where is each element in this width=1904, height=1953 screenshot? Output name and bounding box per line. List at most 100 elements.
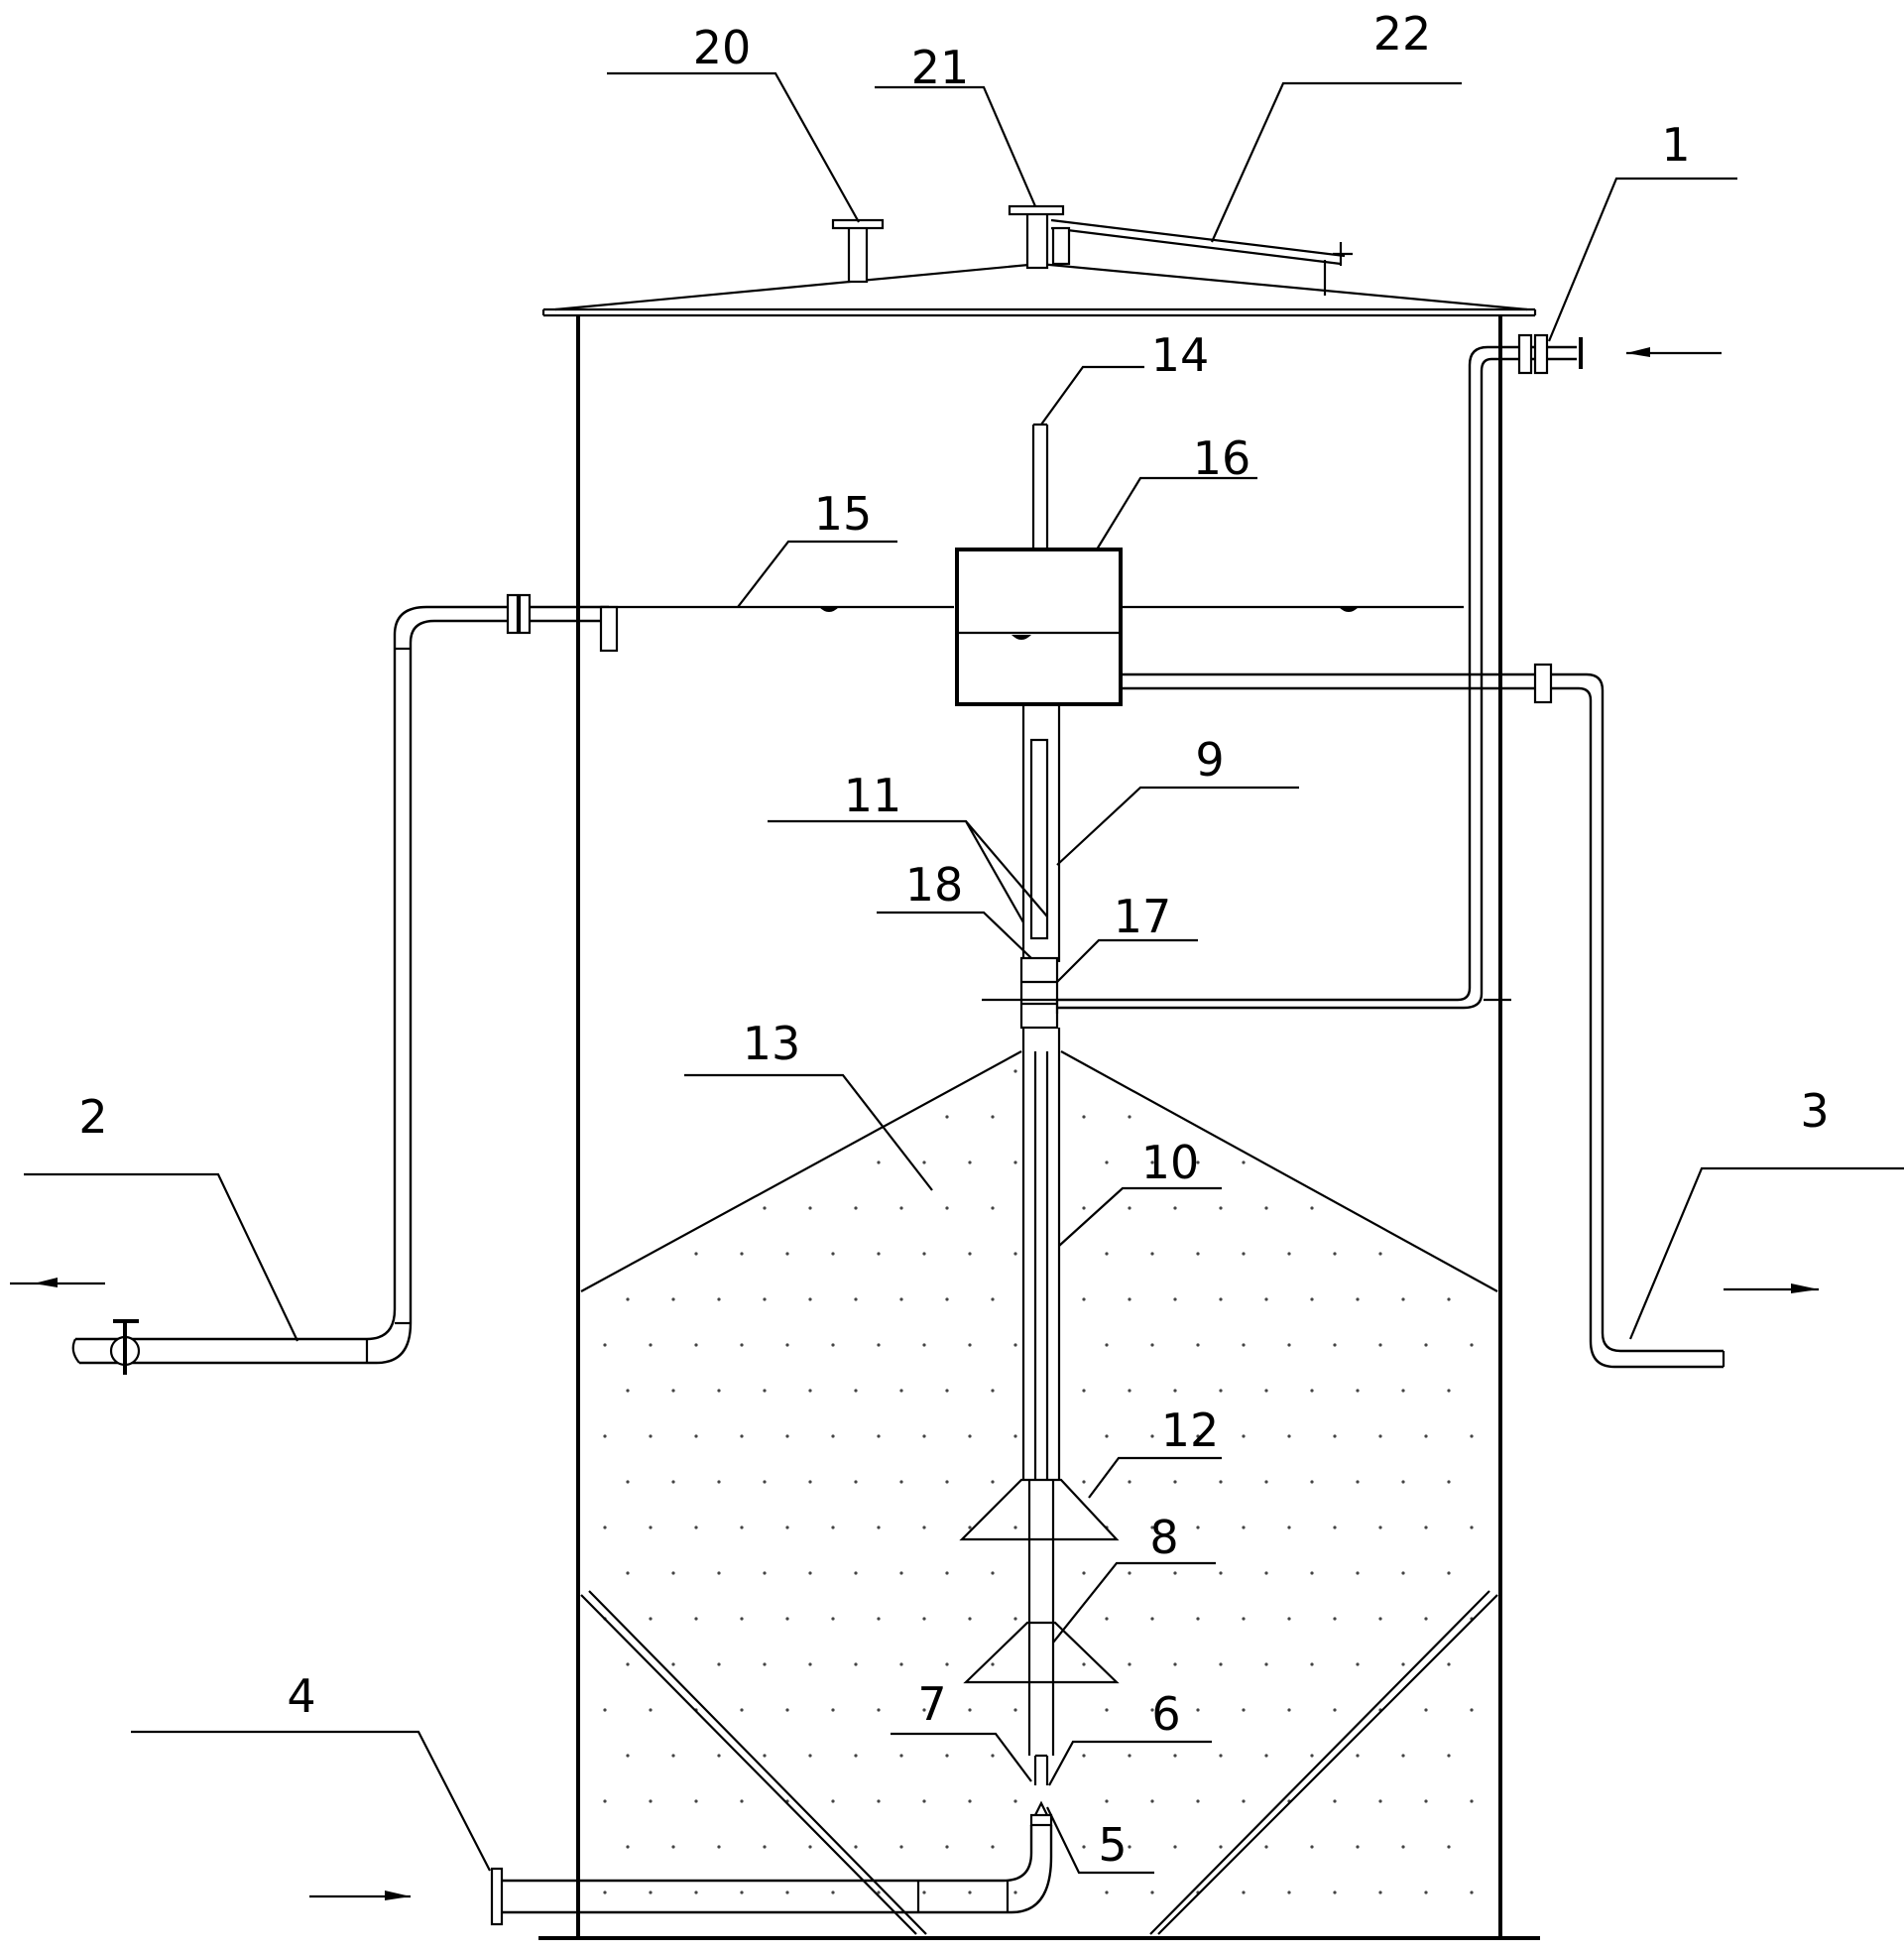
packing-dot	[877, 1799, 881, 1803]
packing-dot	[603, 1799, 607, 1803]
packing-dot	[1082, 1754, 1086, 1758]
packing-dot	[1470, 1343, 1474, 1347]
packing-dot	[877, 1434, 881, 1438]
packing-dot	[1356, 1845, 1360, 1849]
packing-dot	[763, 1845, 767, 1849]
packing-dot	[626, 1662, 630, 1666]
packing-dot	[763, 1571, 767, 1575]
callout-6: 6	[1151, 1687, 1180, 1741]
packing-dot	[945, 1389, 949, 1393]
packing-dot	[1128, 1297, 1131, 1301]
packing-dot	[1310, 1754, 1314, 1758]
packing-dot	[1242, 1708, 1246, 1712]
packing-dot	[1173, 1571, 1177, 1575]
packing-dot	[1196, 1160, 1200, 1164]
bottom-inlet-4	[309, 1800, 1053, 1926]
packing-dot	[694, 1434, 698, 1438]
packing-dot	[763, 1389, 767, 1393]
packing-dot	[626, 1754, 630, 1758]
packing-dot	[1242, 1252, 1246, 1256]
packing-dot	[831, 1891, 835, 1894]
packing-dot	[1013, 1069, 1017, 1073]
packing-dot	[694, 1343, 698, 1347]
packing-dot	[1105, 1343, 1109, 1347]
packing-dot	[1401, 1662, 1405, 1666]
packing-dot	[694, 1799, 698, 1803]
packing-dot	[1447, 1845, 1451, 1849]
packing-dot	[763, 1662, 767, 1666]
packing-dot	[603, 1708, 607, 1712]
packing-dot	[1424, 1891, 1428, 1894]
packing-dot	[1150, 1708, 1154, 1712]
packing-dot	[740, 1891, 744, 1894]
packing-dot	[831, 1343, 835, 1347]
packing-dot	[1105, 1799, 1109, 1803]
packing-dot	[922, 1891, 926, 1894]
packing-dot	[717, 1571, 721, 1575]
packing-dot	[922, 1343, 926, 1347]
tank-roof	[554, 262, 1528, 311]
packing-dot	[1196, 1252, 1200, 1256]
packing-dot	[1082, 1480, 1086, 1484]
roof-nozzle-20	[831, 218, 885, 284]
packing-dot	[854, 1571, 858, 1575]
packing-dot	[922, 1526, 926, 1529]
packing-dot	[785, 1434, 789, 1438]
packing-dot	[717, 1480, 721, 1484]
collection-line-15	[601, 605, 1464, 612]
packing-dot	[991, 1845, 995, 1849]
callout-8: 8	[1149, 1511, 1178, 1564]
packing-dot	[717, 1297, 721, 1301]
packing-dot	[740, 1708, 744, 1712]
packing-dot	[785, 1252, 789, 1256]
packing-dot	[1173, 1206, 1177, 1210]
packing-dot	[1242, 1891, 1246, 1894]
callout-9: 9	[1195, 733, 1224, 787]
packing-dot	[1401, 1845, 1405, 1849]
hopper-walls	[580, 1590, 1498, 1935]
packing-dot	[1219, 1754, 1223, 1758]
packing-dot	[1242, 1617, 1246, 1621]
packing-dot	[671, 1480, 675, 1484]
packing-dot	[1447, 1571, 1451, 1575]
packing-dot	[854, 1297, 858, 1301]
packing-dot	[1447, 1480, 1451, 1484]
packing-dot	[626, 1389, 630, 1393]
packing-dot	[877, 1343, 881, 1347]
packing-dot	[649, 1434, 653, 1438]
packing-dot	[1173, 1845, 1177, 1849]
packing-dot	[1150, 1891, 1154, 1894]
packing-dot	[1470, 1799, 1474, 1803]
packing-dot	[1128, 1389, 1131, 1393]
packing-dot	[1173, 1754, 1177, 1758]
packing-dot	[877, 1160, 881, 1164]
packing-dot	[1470, 1526, 1474, 1529]
packing-dot	[603, 1891, 607, 1894]
packing-dot	[1310, 1389, 1314, 1393]
packing-dot	[854, 1206, 858, 1210]
packing-dot	[603, 1526, 607, 1529]
packing-dot	[785, 1343, 789, 1347]
packing-dot	[945, 1662, 949, 1666]
callout-7: 7	[917, 1677, 946, 1731]
packing-dot	[877, 1252, 881, 1256]
packing-dot	[1173, 1662, 1177, 1666]
packing-dot	[1287, 1708, 1291, 1712]
packing-dot	[1356, 1297, 1360, 1301]
packing-dot	[603, 1434, 607, 1438]
packing-dot	[1013, 1252, 1017, 1256]
packing-dot	[1082, 1662, 1086, 1666]
packing-dot	[1424, 1434, 1428, 1438]
callout-21: 21	[911, 41, 970, 94]
packing-dot	[899, 1389, 903, 1393]
packing-dot	[1105, 1708, 1109, 1712]
callout-12: 12	[1161, 1404, 1220, 1457]
packing-dot	[1150, 1434, 1154, 1438]
packing-dot	[1401, 1571, 1405, 1575]
packing-dot	[854, 1480, 858, 1484]
packing-dot	[991, 1297, 995, 1301]
packing-dot	[1128, 1480, 1131, 1484]
packing-dot	[1196, 1799, 1200, 1803]
packing-dot	[1173, 1389, 1177, 1393]
